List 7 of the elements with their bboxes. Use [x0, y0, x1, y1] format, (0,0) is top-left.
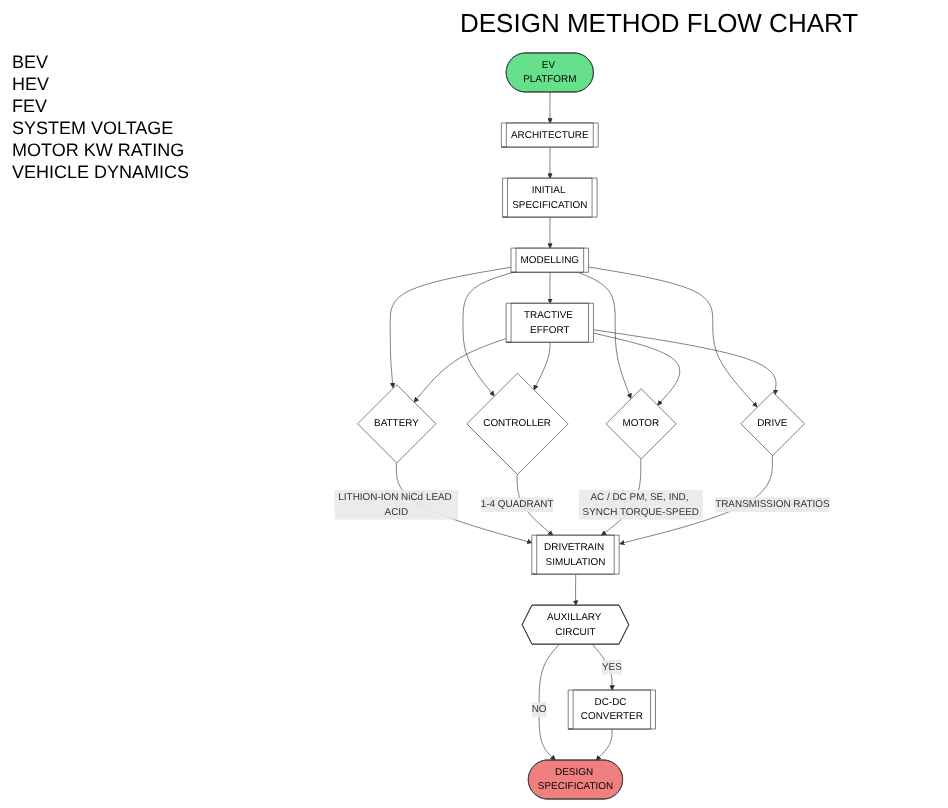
note-text: VEHICLE DYNAMICS	[12, 162, 192, 184]
note-text: SYSTEM VOLTAGE	[12, 118, 176, 140]
chart-title: DESIGN METHOD FLOW CHART	[460, 8, 859, 38]
note-text: BEV	[12, 52, 51, 74]
note-text: MOTOR KW RATING	[12, 140, 187, 162]
note-text: HEV	[12, 74, 52, 96]
note-text: FEV	[12, 96, 50, 118]
